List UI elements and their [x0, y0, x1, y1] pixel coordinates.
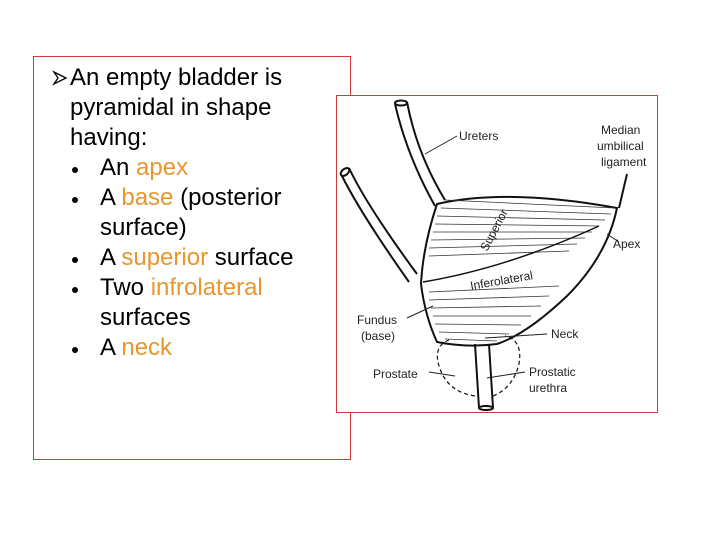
bullet-content: An empty bladder is pyramidal in shape h…: [70, 63, 340, 363]
label-prostate: Prostate: [373, 367, 418, 381]
bladder-outline: [419, 195, 619, 347]
label-inferolateral: Inferolateral: [469, 268, 534, 293]
label-median-1: Median: [601, 123, 640, 137]
surface-divider: [422, 225, 600, 283]
label-apex: Apex: [613, 237, 640, 251]
list-item: A superior surface: [70, 243, 340, 273]
inferolateral-surface-hatching: [428, 285, 560, 342]
label-median-2: umbilical: [597, 139, 644, 153]
list-item: A base (posterior surface): [70, 183, 340, 243]
bullet-dot-icon: [72, 167, 78, 173]
bullet-dot-icon: [72, 287, 78, 293]
label-ureters: Ureters: [459, 129, 498, 143]
superior-surface-hatching: [428, 199, 616, 257]
intro-text: An empty bladder is pyramidal in shape h…: [70, 64, 283, 151]
leader-lines: [406, 135, 620, 379]
highlight-term: base: [121, 184, 174, 211]
bladder-diagram: Ureters Median umbilical ligament Superi…: [339, 99, 647, 411]
bladder-figure-panel: Ureters Median umbilical ligament Superi…: [336, 95, 658, 413]
urethra: [474, 343, 494, 411]
median-umbilical-ligament: [618, 173, 628, 209]
bullet-dot-icon: [72, 197, 78, 203]
text-panel: [33, 56, 351, 460]
label-median-3: ligament: [601, 155, 647, 169]
list-item: A neck: [70, 333, 340, 363]
sub-bullet-list: An apex A base (posterior surface) A sup…: [70, 153, 340, 363]
ureter-right: [394, 99, 446, 207]
bullet-dot-icon: [72, 347, 78, 353]
label-fundus-2: (base): [361, 329, 395, 343]
bullet-dot-icon: [72, 257, 78, 263]
label-fundus-1: Fundus: [357, 313, 397, 327]
list-item: An apex: [70, 153, 340, 183]
ureter-left: [339, 167, 418, 283]
prostate-outline: [436, 335, 521, 397]
label-prostatic-2: urethra: [529, 381, 567, 395]
label-neck: Neck: [551, 327, 579, 341]
arrow-bullet-icon: [52, 70, 68, 86]
list-item: Two infrolateral surfaces: [70, 273, 340, 333]
highlight-term: apex: [136, 154, 189, 181]
highlight-term: superior: [121, 244, 209, 271]
label-prostatic-1: Prostatic: [529, 365, 576, 379]
highlight-term: neck: [121, 334, 173, 361]
highlight-term: infrolateral: [150, 274, 263, 301]
